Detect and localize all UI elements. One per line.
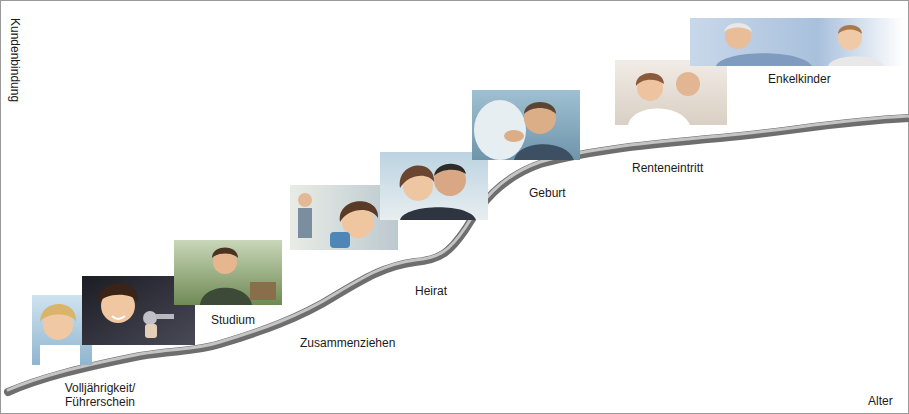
milestone-label: Volljährigkeit/ Führerschein <box>52 381 148 409</box>
photo-grandchildren <box>690 18 903 66</box>
photo-student <box>174 240 282 305</box>
curve-highlight <box>8 116 909 390</box>
milestone-label: Renteneintritt <box>632 161 703 175</box>
curve-shadow <box>8 118 909 392</box>
milestone-label: Zusammenziehen <box>300 336 395 350</box>
milestone-label: Enkelkinder <box>768 72 831 86</box>
photo-birth <box>472 90 580 160</box>
axis-label: Kundenbindung <box>8 18 22 102</box>
milestone-label: Geburt <box>529 186 566 200</box>
photo-couple <box>380 152 488 220</box>
axis-label: Alter <box>868 394 893 408</box>
photo-retirement <box>615 60 727 125</box>
milestone-label: Studium <box>211 313 255 327</box>
milestone-label: Heirat <box>415 284 447 298</box>
